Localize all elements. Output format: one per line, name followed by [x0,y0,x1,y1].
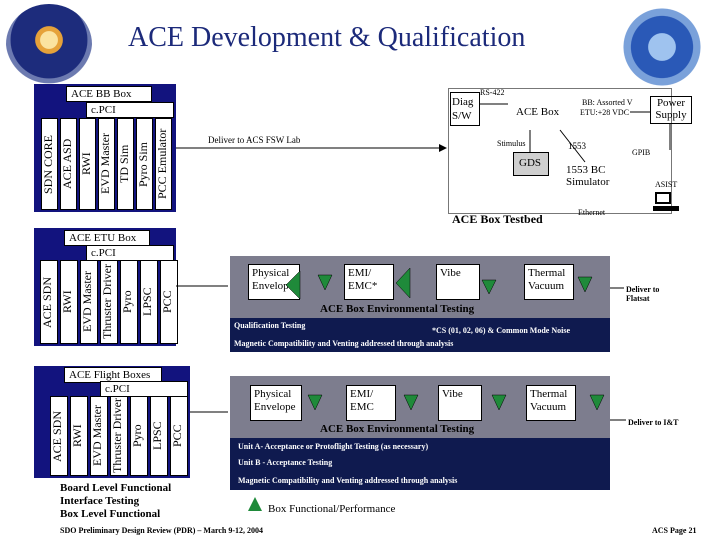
flight-card-1: RWI [70,396,88,476]
asist-label: ASIST [655,180,678,189]
etu-card-6: PCC [160,260,178,344]
etu-header: ACE ETU Box [64,230,150,246]
etu-vdc-label: ETU:+28 VDC [580,108,630,117]
lws-logo [616,6,708,88]
etu-info-bg [230,318,610,352]
etu-card-1: RWI [60,260,78,344]
bb-deliver-label: Deliver to ACS FSW Lab [208,135,301,145]
functional-line-2: Interface Testing [60,495,140,507]
flight-card-0: ACE SDN [50,396,68,476]
etu-band-label: ACE Box Environmental Testing [320,303,475,315]
flight-card-2: EVD Master [90,396,108,476]
testbed-frame [448,88,672,214]
flight-unit-b: Unit B - Acceptance Testing [238,458,333,467]
bb-card-4: TD Sim [117,118,134,210]
bb-card-6: PCC Emulator [155,118,172,210]
bb-card-3: EVD Master [98,118,115,210]
sdo-logo [6,4,92,84]
flight-test-2: Vibe [438,385,482,421]
bb-card-5: Pyro Sim [136,118,153,210]
gds-box [513,152,549,176]
power-supply-box [650,96,692,124]
flight-deliver-label: Deliver to I&T [628,418,679,427]
flight-subheader: c.PCI [100,381,188,397]
flight-card-4: Pyro [130,396,148,476]
bb-subheader: c.PCI [86,102,174,118]
legend-label: Box Functional/Performance [268,503,396,515]
ethernet-label: Ethernet [578,208,606,217]
computer-icon-base [653,206,679,211]
etu-magnetic-label: Magnetic Compatibility and Venting addre… [234,339,454,348]
bb-header: ACE BB Box [66,86,152,102]
flight-card-3: Thruster Driver [110,396,128,476]
flight-header: ACE Flight Boxes [64,367,162,383]
sim-1553-label: 1553 BC Simulator [566,164,610,189]
etu-subheader: c.PCI [86,245,174,261]
flight-card-5: LPSC [150,396,168,476]
triangle-icon [248,497,262,511]
computer-icon [655,192,671,204]
etu-note-label: *CS (01, 02, 06) & Common Mode Noise [432,326,570,335]
flight-card-6: PCC [170,396,188,476]
n1553-label: 1553 [568,141,586,151]
bb-card-0: SDN CORE [41,118,58,210]
functional-line-1: Board Level Functional [60,482,172,494]
etu-test-1: EMI/ EMC* [344,264,394,300]
gpib-label: GPIB [632,148,651,157]
etu-test-2: Vibe [436,264,480,300]
flight-magnetic: Magnetic Compatibility and Venting addre… [238,476,458,485]
bb-assorted-label: BB: Assorted V [582,98,633,107]
ace-box-label: ACE Box [516,106,560,118]
etu-card-2: EVD Master [80,260,98,344]
etu-test-3: Thermal Vacuum [524,264,574,300]
etu-deliver-label: Deliver to Flatsat [626,285,660,304]
flight-test-0: Physical Envelope [250,385,302,421]
etu-card-5: LPSC [140,260,158,344]
flight-test-3: Thermal Vacuum [526,385,576,421]
gds-label: GDS [519,157,542,169]
diag-sw-label: Diag S/W [452,96,474,122]
rs422-label: RS-422 [480,88,505,97]
flight-info-bg [230,438,610,490]
power-supply-label: Power Supply [655,97,687,122]
etu-card-0: ACE SDN [40,260,58,344]
etu-card-3: Thruster Driver [100,260,118,344]
flight-band-label: ACE Box Environmental Testing [320,423,475,435]
etu-test-0: Physical Envelope [248,264,300,300]
bb-card-2: RWI [79,118,96,210]
footer-right: ACS Page 21 [652,526,697,535]
diag-sw-box [450,92,480,126]
flight-unit-a: Unit A- Acceptance or Protoflight Testin… [238,442,429,451]
testbed-label: ACE Box Testbed [452,212,543,226]
footer-left: SDO Preliminary Design Review (PDR) – Ma… [60,526,264,535]
flight-test-1: EMI/ EMC [346,385,396,421]
etu-qual-label: Qualification Testing [234,321,306,330]
page-title: ACE Development & Qualification [128,22,526,53]
stimulus-label: Stimulus [497,139,526,148]
etu-card-4: Pyro [120,260,138,344]
bb-card-1: ACE ASD [60,118,77,210]
functional-line-3: Box Level Functional [60,508,161,520]
